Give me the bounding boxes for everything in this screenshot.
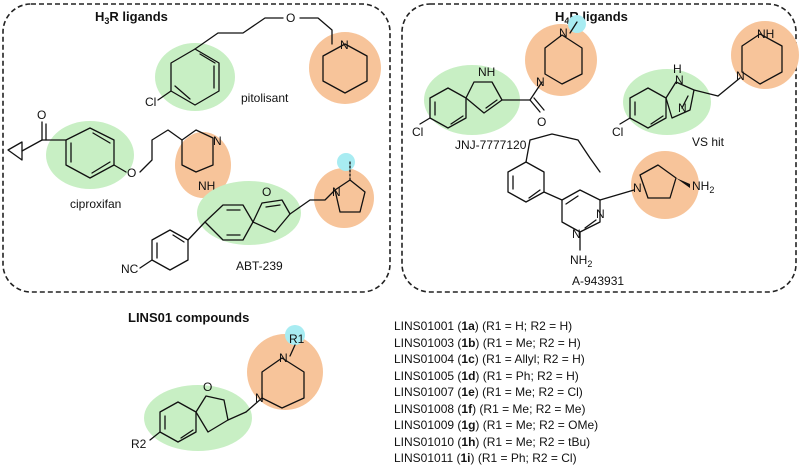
a943931-n1-label: N bbox=[572, 227, 581, 241]
h4-panel-border bbox=[401, 3, 797, 293]
ciproxifan-imidazole-highlight bbox=[175, 132, 231, 198]
jnj-piperazine-highlight bbox=[525, 24, 597, 96]
a943931-name: A-943931 bbox=[572, 274, 624, 288]
jnj-nh-label: NH bbox=[478, 65, 495, 79]
ciproxifan-name: ciproxifan bbox=[70, 197, 121, 211]
list-item: LINS01008 (1f) (R1 = Me; R2 = Me) bbox=[394, 401, 586, 416]
jnj-name: JNJ-7777120 bbox=[455, 138, 527, 152]
pitolisant-o-label: O bbox=[286, 11, 295, 25]
h3-panel-title: H3R ligands bbox=[95, 9, 168, 26]
ciproxifan-n-label: N bbox=[213, 134, 222, 148]
pitolisant-structure: Cl O N bbox=[145, 11, 381, 111]
a943931-n2-label: N bbox=[596, 207, 605, 221]
ciproxifan-nh-label: NH bbox=[198, 179, 215, 193]
ciproxifan-aryl-highlight bbox=[46, 121, 134, 189]
abt239-benzofuran-highlight bbox=[197, 181, 301, 245]
ciproxifan-structure: O O N NH bbox=[7, 108, 231, 198]
abt239-methyl-highlight bbox=[337, 153, 355, 171]
jnj-cl-label: Cl bbox=[412, 125, 423, 139]
lins-aryl-highlight bbox=[144, 385, 252, 451]
lins-n2-label: N bbox=[279, 351, 288, 365]
vshit-n1-label: N bbox=[675, 73, 684, 87]
h3-panel-border bbox=[2, 3, 391, 293]
a943931-nh2-label: NH2 bbox=[692, 179, 714, 195]
abt239-name: ABT-239 bbox=[236, 259, 283, 273]
list-item: LINS01010 (1h) (R1 = Me; R2 = tBu) bbox=[394, 434, 591, 449]
list-item: LINS01004 (1c) (R1 = Allyl; R2 = H) bbox=[394, 352, 585, 366]
ciproxifan-o-label: O bbox=[37, 108, 46, 122]
jnj-o-label: O bbox=[537, 115, 546, 129]
list-item: LINS01011 (1i) (R1 = Ph; R2 = Cl) bbox=[394, 451, 577, 465]
jnj-n1-label: N bbox=[536, 75, 545, 89]
vshit-n3-label: N bbox=[736, 69, 745, 83]
lins-compound-list: LINS01001 (1a) (R1 = H; R2 = H) LINS0100… bbox=[394, 318, 598, 467]
lins-r1-label: R1 bbox=[289, 332, 305, 346]
abt239-o-label: O bbox=[262, 185, 271, 199]
jnj-n2-label: N bbox=[559, 26, 568, 40]
list-item: LINS01009 (1g) (R1 = Me; R2 = OMe) bbox=[394, 418, 599, 432]
lins-scaffold-structure: O N N R1 R2 bbox=[131, 325, 323, 451]
list-item: LINS01003 (1b) (R1 = Me; R2 = H) bbox=[394, 335, 581, 350]
vshit-name: VS hit bbox=[692, 135, 725, 149]
a943931-amine-label: NH2 bbox=[570, 253, 592, 269]
pitolisant-cl-label: Cl bbox=[145, 95, 156, 109]
jnj-methyl-highlight bbox=[568, 15, 586, 33]
lins-n1-label: N bbox=[255, 391, 264, 405]
a943931-structure: N N N NH2 NH2 bbox=[507, 133, 714, 269]
abt239-n-label: N bbox=[332, 185, 341, 199]
vshit-n2-label: N bbox=[678, 101, 687, 115]
lins-o-label: O bbox=[203, 380, 212, 394]
vshit-structure: H N N N NH Cl bbox=[612, 21, 799, 139]
ciproxifan-ether-o-label: O bbox=[127, 166, 136, 180]
vshit-h-label: H bbox=[673, 62, 682, 76]
vshit-nh-label: NH bbox=[757, 27, 774, 41]
jnj-indole-highlight bbox=[424, 65, 520, 135]
abt239-structure: O N NC bbox=[121, 153, 374, 276]
lins-r2-label: R2 bbox=[131, 437, 147, 451]
h4-panel-title: H4R ligands bbox=[555, 9, 628, 26]
a943931-pyrrolidine-highlight bbox=[631, 151, 699, 219]
vshit-cl-label: Cl bbox=[612, 125, 623, 139]
jnj-structure: NH O N N Cl bbox=[412, 15, 597, 139]
abt239-nc-label: NC bbox=[121, 262, 139, 276]
pitolisant-n-label: N bbox=[340, 38, 349, 52]
list-item: LINS01001 (1a) (R1 = H; R2 = H) bbox=[394, 319, 573, 333]
list-item: LINS01005 (1d) (R1 = Ph; R2 = H) bbox=[394, 368, 579, 383]
pitolisant-piperidine-highlight bbox=[309, 32, 381, 104]
lins-r1-highlight bbox=[285, 325, 305, 345]
pitolisant-name: pitolisant bbox=[241, 91, 289, 105]
pitolisant-aryl-highlight bbox=[155, 43, 235, 111]
lins-section-title: LINS01 compounds bbox=[128, 310, 249, 325]
a943931-n3-label: N bbox=[633, 181, 642, 195]
abt239-pyrrolidine-highlight bbox=[314, 168, 374, 228]
list-item: LINS01007 (1e) (R1 = Me; R2 = Cl) bbox=[394, 385, 583, 399]
